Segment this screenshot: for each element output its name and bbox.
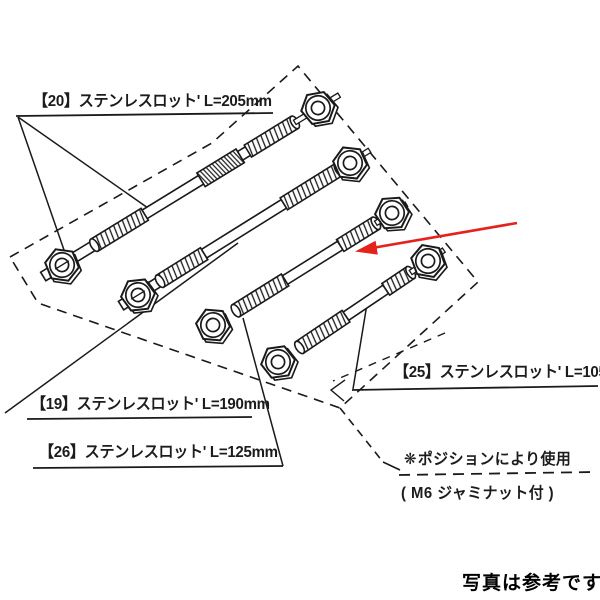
- leader-lines: [4, 116, 368, 467]
- part-label-25: 【25】ステンレスロット' L=105mm: [394, 364, 600, 381]
- part-label-26: 【26】ステンレスロット' L=125mm: [39, 444, 278, 461]
- leader-part19: [4, 242, 239, 414]
- note-underline: [398, 471, 595, 476]
- hex-nut: [194, 308, 234, 345]
- hex-nuts: [44, 90, 448, 381]
- hex-nut: [300, 90, 339, 128]
- dashed-boundary: [8, 64, 480, 409]
- leader-part26: [242, 317, 284, 467]
- hex-nut: [373, 196, 413, 232]
- label-underlines: [15, 112, 599, 476]
- hex-nut: [331, 146, 371, 183]
- note-leader: [329, 332, 446, 471]
- part-label-19: 【19】ステンレスロット' L=190mm: [31, 396, 270, 413]
- part-label-20: 【20】ステンレスロット' L=205mm: [33, 93, 272, 110]
- hex-nut: [119, 278, 159, 314]
- leader-part20-a: [17, 116, 149, 209]
- position-note-text: ポジションにより使用: [417, 451, 572, 468]
- rod-190mm: [117, 147, 372, 311]
- hex-nut: [260, 345, 299, 381]
- reference-mark-icon: ❋: [404, 451, 417, 468]
- position-note: ❋ポジションにより使用: [404, 447, 571, 469]
- leader-part25: [352, 303, 368, 390]
- leader-part20-b: [17, 116, 65, 251]
- hex-nut: [410, 243, 448, 282]
- photo-reference-caption: 写真は参考です: [462, 573, 600, 594]
- jam-nut-note: ( M6 ジャミナット付 ): [401, 485, 555, 502]
- red-arrow: [355, 221, 518, 255]
- knurled-section: [195, 147, 246, 188]
